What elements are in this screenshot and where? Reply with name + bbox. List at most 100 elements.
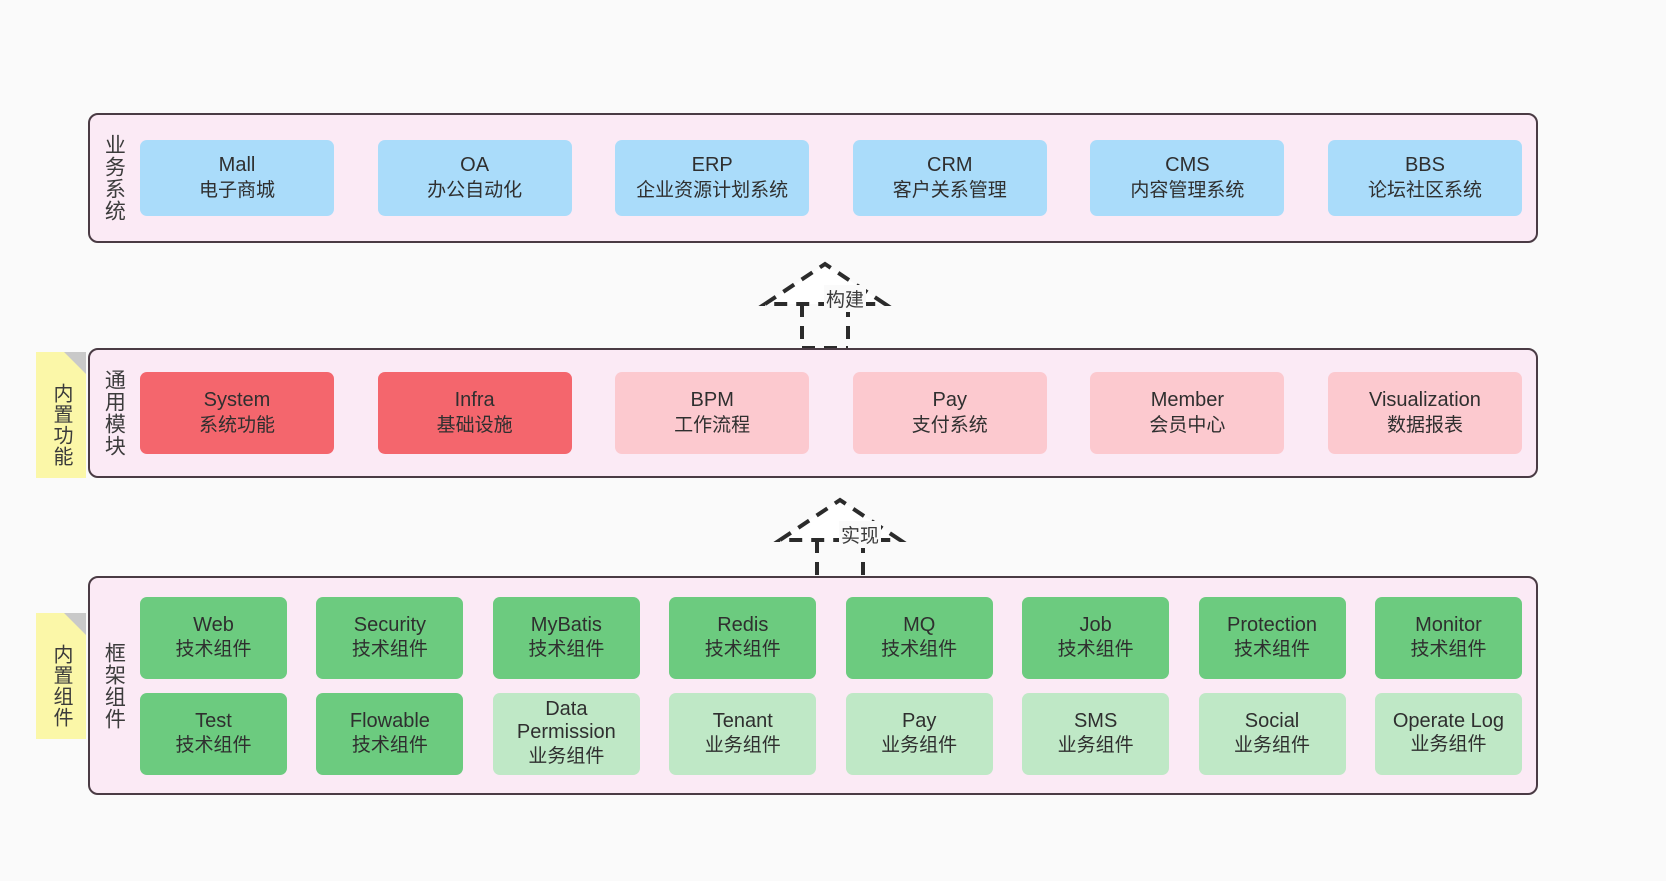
framework-node-security-title: Security <box>353 613 427 636</box>
framework-node-job-title: Job <box>1079 613 1112 636</box>
framework-node-pay[interactable]: Pay 业务组件 <box>845 692 993 775</box>
framework-node-tenant[interactable]: Tenant 业务组件 <box>669 692 817 775</box>
framework-component-title: 框架组件 <box>102 641 126 730</box>
framework-node-pay-title: Pay <box>901 709 937 732</box>
business-node-bbs-subtitle: 论坛社区系统 <box>1367 179 1482 201</box>
business-node-bbs-title: BBS <box>1404 154 1445 177</box>
framework-node-security[interactable]: Security 技术组件 <box>316 596 464 679</box>
module-node-visualization-subtitle: 数据报表 <box>1386 414 1463 436</box>
module-node-bpm-subtitle: 工作流程 <box>674 414 751 436</box>
framework-node-flowable-title: Flowable <box>349 709 430 732</box>
module-node-member-title: Member <box>1150 389 1225 412</box>
module-node-infra-subtitle: 基础设施 <box>436 414 513 436</box>
framework-node-protection-title: Protection <box>1227 613 1318 636</box>
module-node-infra-title: Infra <box>454 389 495 412</box>
business-node-cms-title: CMS <box>1165 154 1210 177</box>
business-node-cms-subtitle: 内容管理系统 <box>1130 179 1245 201</box>
framework-node-monitor-title: Monitor <box>1415 613 1482 636</box>
build-arrow-label: 构建 <box>824 285 867 312</box>
module-node-bpm-title: BPM <box>690 389 734 412</box>
framework-node-sms[interactable]: SMS 业务组件 <box>1022 692 1170 775</box>
module-node-member-subtitle: 会员中心 <box>1149 414 1226 436</box>
framework-node-job[interactable]: Job 技术组件 <box>1022 596 1170 679</box>
framework-node-social[interactable]: Social 业务组件 <box>1198 692 1346 775</box>
business-node-crm-title: CRM <box>927 154 973 177</box>
module-node-visualization-title: Visualization <box>1369 389 1481 412</box>
business-node-oa-subtitle: 办公自动化 <box>427 179 523 201</box>
sticky-fold-corner <box>64 613 86 635</box>
framework-node-job-subtitle: 技术组件 <box>1057 639 1134 661</box>
business-system-title: 业务系统 <box>102 134 126 222</box>
framework-node-monitor[interactable]: Monitor 技术组件 <box>1374 596 1522 679</box>
framework-node-test-subtitle: 技术组件 <box>175 735 252 757</box>
framework-node-flowable-subtitle: 技术组件 <box>351 735 428 757</box>
framework-node-web-title: Web <box>193 613 234 636</box>
business-node-erp-subtitle: 企业资源计划系统 <box>636 179 789 201</box>
framework-node-sms-title: SMS <box>1073 709 1118 732</box>
framework-node-security-subtitle: 技术组件 <box>351 639 428 661</box>
business-node-crm-subtitle: 客户关系管理 <box>892 179 1007 201</box>
business-node-mall-title: Mall <box>218 154 256 177</box>
sticky-note-builtin-component-label: 内置组件 <box>50 644 72 728</box>
framework-node-pay-subtitle: 业务组件 <box>881 735 958 757</box>
sticky-fold-corner <box>64 352 86 374</box>
business-node-erp-title: ERP <box>691 154 733 177</box>
sticky-note-builtin-function-label: 内置功能 <box>50 383 72 467</box>
framework-node-redis[interactable]: Redis 技术组件 <box>669 596 817 679</box>
implement-arrow-label: 实现 <box>839 521 882 548</box>
framework-node-redis-subtitle: 技术组件 <box>704 639 781 661</box>
framework-node-social-subtitle: 业务组件 <box>1234 735 1311 757</box>
framework-node-redis-title: Redis <box>717 613 769 636</box>
framework-node-data-permission-title: Data Permission <box>516 697 616 744</box>
module-node-pay-title: Pay <box>932 389 968 412</box>
sticky-note-builtin-function: 内置功能 <box>36 352 86 478</box>
framework-node-mybatis-title: MyBatis <box>530 613 602 636</box>
framework-node-social-title: Social <box>1244 709 1300 732</box>
framework-node-tenant-subtitle: 业务组件 <box>704 735 781 757</box>
business-node-oa-title: OA <box>460 154 490 177</box>
module-node-pay-subtitle: 支付系统 <box>911 414 988 436</box>
framework-node-tenant-title: Tenant <box>712 709 773 732</box>
business-node-mall-subtitle: 电子商城 <box>198 179 275 201</box>
framework-node-flowable[interactable]: Flowable 技术组件 <box>316 692 464 775</box>
generalization-arrow-implement: 实现 <box>755 488 935 588</box>
framework-node-operate-log-subtitle: 业务组件 <box>1410 734 1487 756</box>
framework-node-sms-subtitle: 业务组件 <box>1057 735 1134 757</box>
sticky-note-builtin-component: 内置组件 <box>36 613 86 739</box>
module-node-system-subtitle: 系统功能 <box>198 414 275 436</box>
framework-node-test[interactable]: Test 技术组件 <box>140 692 287 775</box>
module-node-system-title: System <box>203 389 271 412</box>
generalization-arrow-build: 构建 <box>740 252 920 352</box>
common-module-title: 通用模块 <box>102 369 126 457</box>
framework-node-monitor-subtitle: 技术组件 <box>1410 639 1487 661</box>
framework-node-test-title: Test <box>195 709 232 732</box>
framework-node-mq-subtitle: 技术组件 <box>881 639 958 661</box>
